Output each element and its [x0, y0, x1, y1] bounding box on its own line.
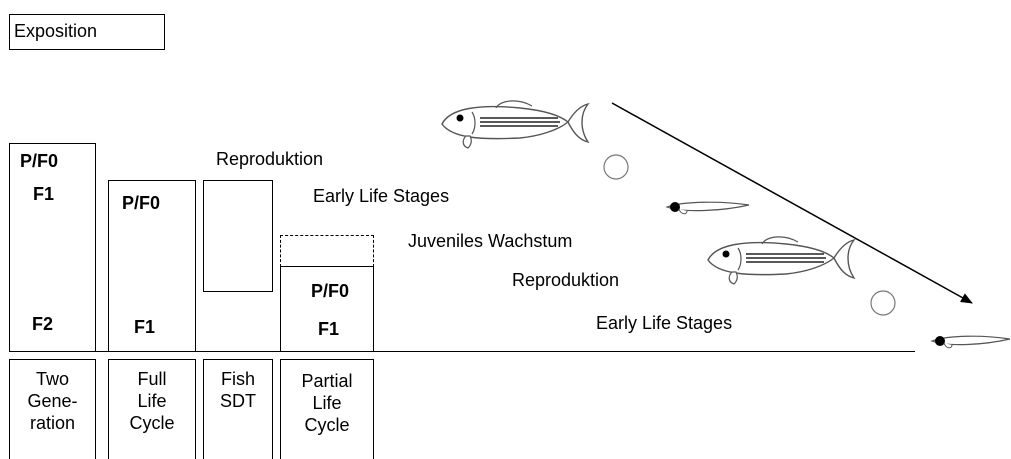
adult-fish-icon: [442, 101, 588, 148]
egg-icon: [604, 155, 628, 179]
egg-icon: [871, 291, 895, 315]
adult-fish-icon: [708, 237, 854, 284]
larva-icon: [932, 336, 1010, 348]
larva-icon: [667, 202, 749, 214]
